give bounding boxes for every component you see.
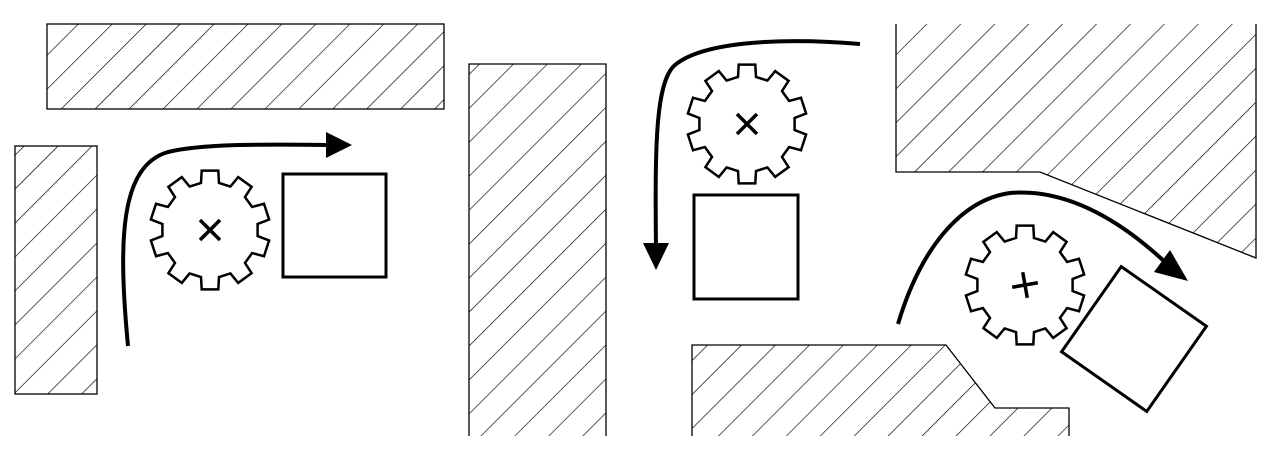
panel-1: [14, 23, 445, 395]
top-right-wall: [895, 24, 1257, 259]
x-mark-icon: [735, 112, 759, 136]
flow-arrow-head: [326, 132, 352, 158]
box: [692, 193, 800, 301]
box: [1059, 264, 1209, 414]
box: [281, 172, 388, 279]
panel-2: [468, 39, 861, 436]
left-wall: [468, 63, 607, 436]
flow-arrow-path: [121, 142, 331, 347]
flow-arrow-path: [896, 190, 1167, 325]
gear-icon: [964, 224, 1086, 346]
gear-icon: [149, 169, 271, 291]
flow-arrow-path: [653, 39, 861, 251]
top-wall: [46, 23, 445, 110]
flow-arrow-head: [1154, 250, 1188, 281]
left-wall: [14, 145, 98, 395]
x-mark-icon: [198, 218, 222, 242]
gear-icon: [686, 63, 808, 185]
panel-3: [691, 24, 1257, 436]
bottom-wall: [691, 344, 1070, 436]
x-mark-icon: [1011, 271, 1039, 299]
flow-arrow-head: [643, 243, 669, 270]
